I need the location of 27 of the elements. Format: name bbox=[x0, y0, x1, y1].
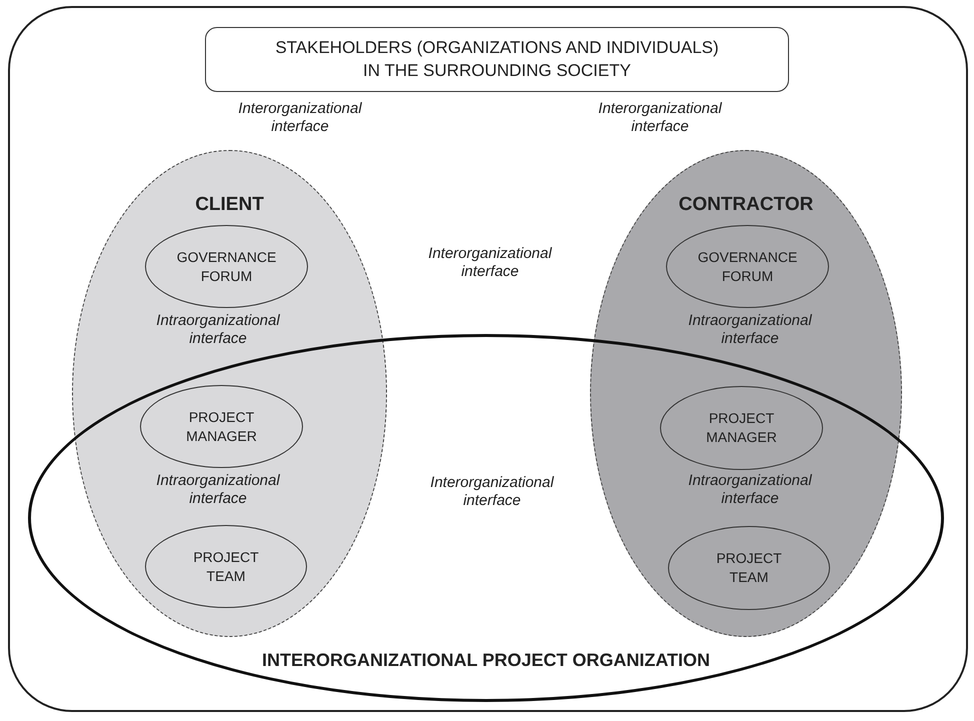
interface-label: Interorganizational interface bbox=[429, 474, 555, 510]
interface-label: Interorganizational interface bbox=[427, 245, 553, 281]
node-title: STAKEHOLDERS (ORGANIZATIONS AND INDIVIDUALS) IN THE SURROUNDING SOCIETY bbox=[274, 37, 720, 82]
project-team-ellipse bbox=[145, 525, 307, 608]
node-title: PROJECT TEAM bbox=[192, 548, 260, 586]
outer-boundary-box bbox=[8, 6, 968, 712]
project-team-ellipse bbox=[668, 526, 830, 610]
project-organization-ellipse bbox=[28, 334, 944, 702]
node-title: PROJECT MANAGER bbox=[705, 409, 778, 447]
node-title: GOVERNANCE FORUM bbox=[176, 248, 278, 286]
project-manager-ellipse bbox=[660, 386, 823, 470]
node-title: GOVERNANCE FORUM bbox=[696, 248, 798, 286]
node-title: CLIENT bbox=[194, 193, 265, 217]
project-manager-ellipse bbox=[140, 385, 303, 468]
interface-label: Intraorganizational interface bbox=[155, 312, 281, 348]
governance-forum-ellipse bbox=[666, 225, 829, 308]
interface-label: Intraorganizational interface bbox=[687, 312, 813, 348]
node-title: PROJECT TEAM bbox=[715, 549, 783, 587]
node-title: PROJECT MANAGER bbox=[185, 408, 258, 446]
node-title: INTERORGANIZATIONAL PROJECT ORGANIZATION bbox=[261, 648, 711, 672]
node-title: CONTRACTOR bbox=[678, 193, 814, 217]
governance-forum-ellipse bbox=[145, 225, 308, 308]
stakeholders-box bbox=[205, 27, 789, 92]
interface-label: Intraorganizational interface bbox=[687, 472, 813, 508]
interface-label: Intraorganizational interface bbox=[155, 472, 281, 508]
interface-label: Interorganizational interface bbox=[597, 100, 723, 136]
interface-label: Interorganizational interface bbox=[237, 100, 363, 136]
